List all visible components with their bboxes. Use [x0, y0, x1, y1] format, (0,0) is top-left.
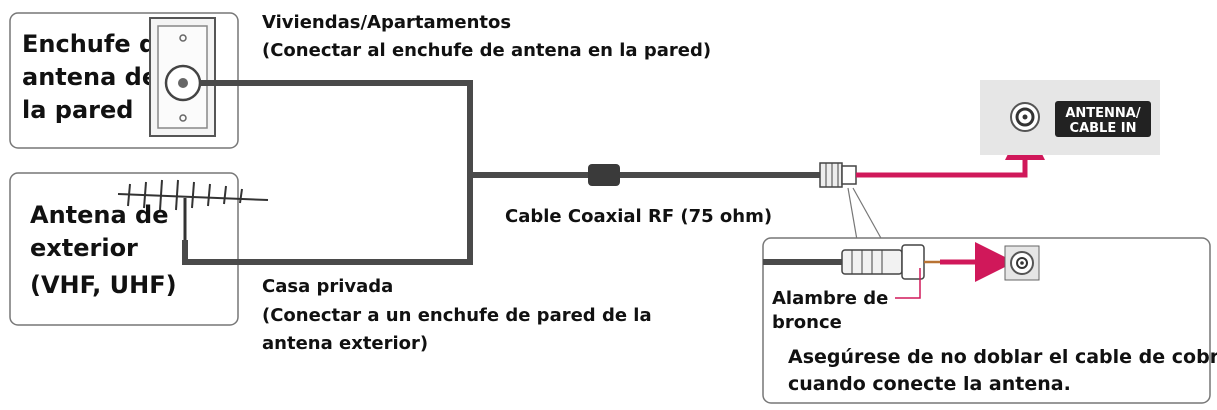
wall-outlet-label-1: Enchufe de — [22, 30, 172, 58]
wire-label-1: Alambre de — [772, 288, 888, 309]
wall-outlet-label-2: antena de — [22, 63, 158, 91]
tv-antenna-port-panel: ANTENNA/ CABLE IN — [980, 80, 1160, 155]
private-house-line-3: antena exterior) — [262, 333, 428, 354]
wall-outlet-label-3: la pared — [22, 96, 133, 124]
wire-pointer-line — [895, 268, 921, 299]
apartments-subtitle: (Conectar al enchufe de antena en la par… — [262, 40, 711, 61]
wall-socket-icon — [149, 17, 216, 137]
detail-coax-plug-icon — [841, 244, 940, 280]
outdoor-antenna-box: Antena de exterior (VHF, UHF) — [9, 172, 269, 326]
detail-box: Alambre de bronce Asegúrese de no doblar… — [762, 237, 1217, 404]
cable-ferrite-icon — [588, 164, 620, 186]
coax-cable — [182, 80, 820, 265]
private-house-title: Casa privada — [262, 276, 393, 297]
private-house-line-2: (Conectar a un enchufe de pared de la — [262, 305, 652, 326]
cable-label: Cable Coaxial RF (75 ohm) — [505, 206, 772, 227]
wire-label-2: bronce — [772, 312, 842, 333]
tv-port-label-2: CABLE IN — [1070, 121, 1137, 136]
outdoor-antenna-label-1: Antena de — [30, 201, 169, 229]
detail-note-line-1: Asegúrese de no doblar el cable de cobre — [788, 346, 1217, 368]
antenna-icon — [117, 179, 269, 240]
outdoor-antenna-label-3: (VHF, UHF) — [30, 271, 177, 299]
coax-port-icon — [1010, 102, 1040, 132]
detail-coax-port-icon — [1004, 245, 1040, 281]
wall-outlet-box: Enchufe de antena de la pared — [9, 12, 239, 149]
coax-plug-icon — [819, 162, 857, 188]
tv-port-label-1: ANTENNA/ — [1065, 106, 1141, 121]
antenna-cable-in-badge — [1055, 101, 1151, 137]
callout-line — [847, 187, 858, 241]
outdoor-antenna-label-2: exterior — [30, 234, 138, 262]
apartments-title: Viviendas/Apartamentos — [262, 12, 511, 33]
callout-line — [852, 187, 883, 241]
detail-note-line-2: cuando conecte la antena. — [788, 373, 1071, 395]
